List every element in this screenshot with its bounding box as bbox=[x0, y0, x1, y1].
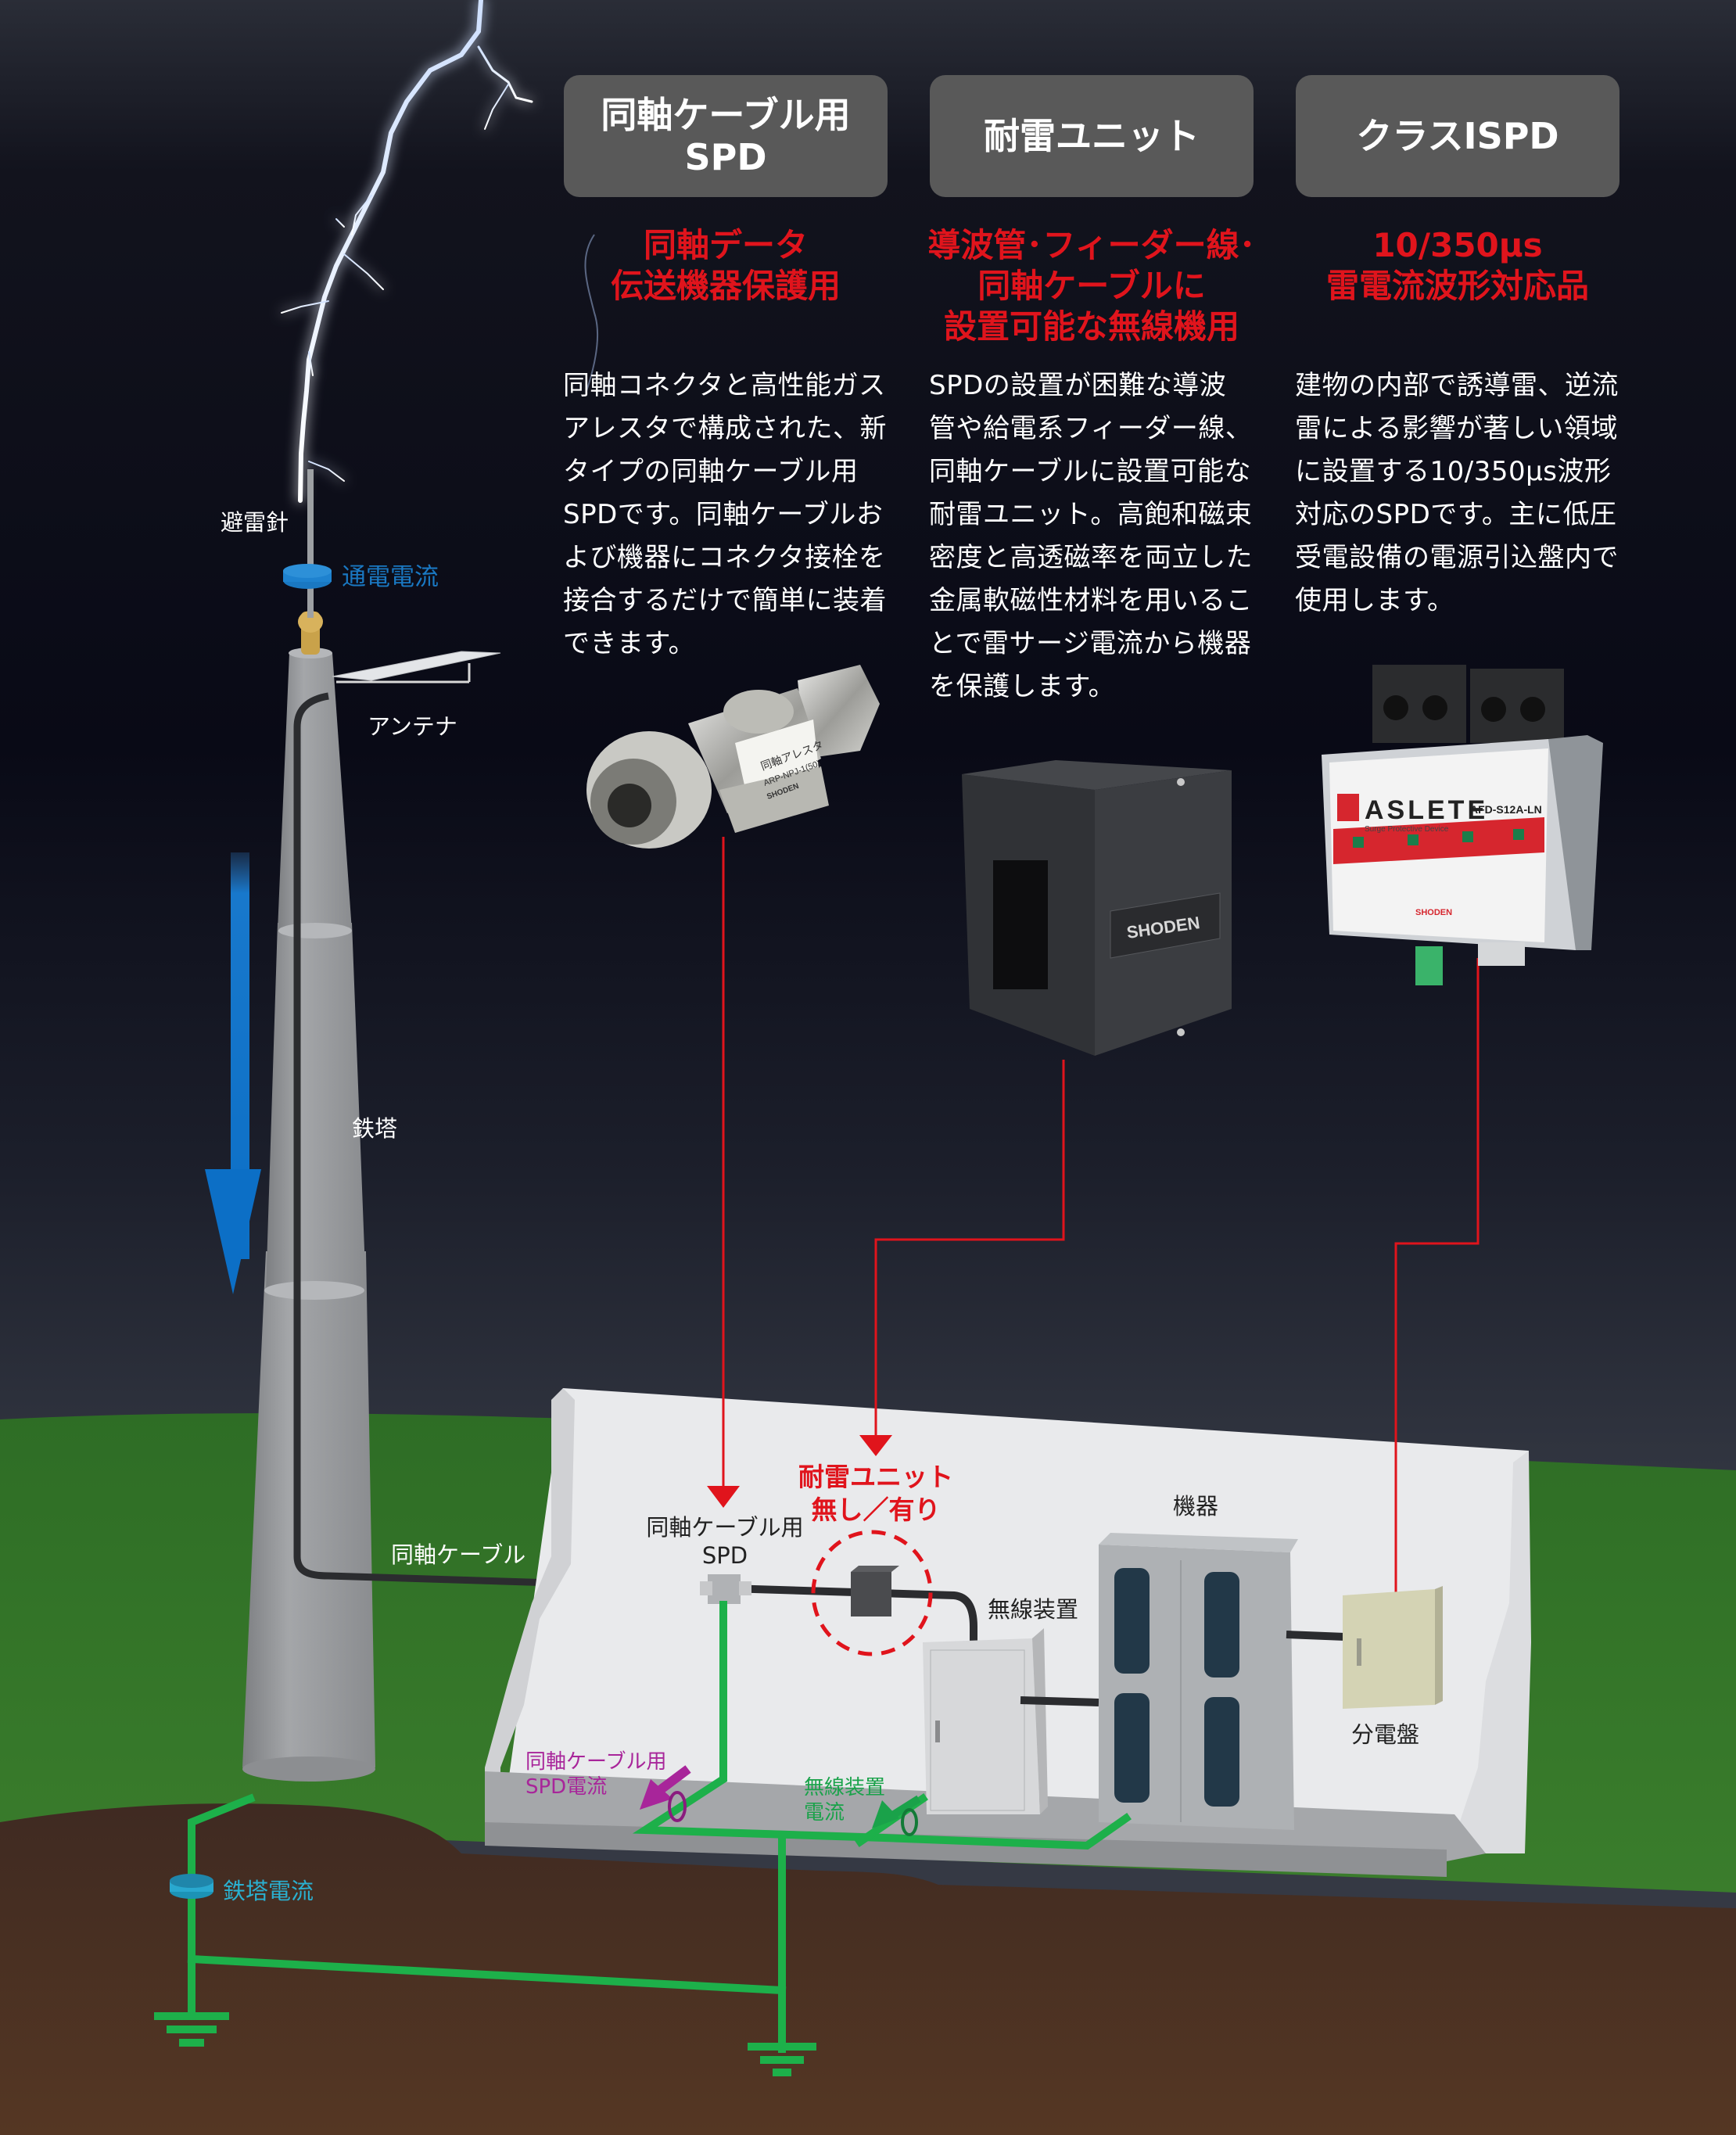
ground-symbols bbox=[154, 2012, 816, 2076]
spd-current-arrow bbox=[640, 1765, 691, 1822]
product-header-coax-spd: 同軸ケーブル用 SPD bbox=[564, 75, 888, 197]
product-header-lightning-unit: 耐雷ユニット bbox=[930, 75, 1254, 197]
current-arrow bbox=[205, 852, 261, 1294]
product-description-lightning-unit: SPDの設置が困難な導波 管や給電系フィーダー線、 同軸ケーブルに設置可能な 耐… bbox=[929, 370, 1253, 702]
lightning-unit-small bbox=[851, 1566, 899, 1616]
optional-unit-dashed-circle bbox=[811, 1530, 933, 1656]
leader-lines bbox=[722, 837, 1480, 1619]
product-description-class1-spd: 建物の内部で誘導雷、逆流 雷による影響が著しい領域 に設置する10/350μs波… bbox=[1295, 370, 1619, 616]
aslete-brand: ASLETE bbox=[1365, 795, 1488, 825]
label-conduction-current: 通電電流 bbox=[342, 563, 439, 591]
antenna bbox=[332, 651, 501, 684]
conduction-current-ring bbox=[283, 564, 332, 589]
label-tower-current: 鉄塔電流 bbox=[223, 1878, 314, 1904]
distribution-board-box bbox=[1343, 1586, 1443, 1709]
label-radio-device: 無線装置 bbox=[988, 1596, 1079, 1623]
equipment-cabinet bbox=[1099, 1533, 1298, 1830]
lightning-bolt bbox=[281, 0, 533, 503]
product-subtitle-lightning-unit: 導波管･フィーダー線･ 同軸ケーブルに 設置可能な無線機用 bbox=[927, 226, 1256, 346]
label-coax-spd: 同軸ケーブル用 SPD bbox=[646, 1514, 804, 1569]
coax-cable-inside bbox=[703, 1584, 977, 1642]
product-image-lightning-unit: SHODEN bbox=[954, 751, 1236, 1064]
product-subtitle-coax-spd: 同軸データ 伝送機器保護用 bbox=[610, 226, 841, 305]
label-coax-cable: 同軸ケーブル bbox=[391, 1541, 526, 1568]
label-lightning-unit-optional: 耐雷ユニット 無し／有り bbox=[798, 1462, 953, 1525]
product-subtitle-class1-spd: 10/350μs 雷電流波形対応品 bbox=[1325, 226, 1589, 305]
soil-layer bbox=[0, 1803, 1736, 2135]
product-image-class1-spd: ASLETE Surge Protective Device AFD-S12A-… bbox=[1306, 653, 1619, 989]
radio-current-arrow bbox=[872, 1795, 921, 1836]
label-lightning-rod: 避雷針 bbox=[221, 509, 289, 536]
aslete-sub: Surge Protective Device bbox=[1365, 825, 1449, 834]
label-distribution-board: 分電盤 bbox=[1351, 1721, 1420, 1748]
label-equipment: 機器 bbox=[1173, 1493, 1219, 1520]
product-header-class1-spd: クラスⅠSPD bbox=[1296, 75, 1619, 197]
product-image-coax-arrester: 同軸アレスタ ARP-NPJ-1(50) SHODEN bbox=[579, 657, 891, 860]
tower-current-ring bbox=[170, 1874, 213, 1899]
label-radio-current: 無線装置 電流 bbox=[804, 1776, 886, 1825]
class1-spd-brand: SHODEN bbox=[1415, 908, 1452, 917]
radio-device-cabinet bbox=[923, 1628, 1048, 1814]
class1-spd-model: AFD-S12A-LN bbox=[1470, 803, 1542, 816]
tower bbox=[242, 469, 705, 1782]
coax-spd-small bbox=[700, 1574, 751, 1604]
label-tower: 鉄塔 bbox=[352, 1115, 398, 1142]
label-spd-current: 同軸ケーブル用 SPD電流 bbox=[525, 1750, 667, 1799]
product-description-coax-spd: 同軸コネクタと高性能ガス アレスタで構成された、新 タイプの同軸ケーブル用 SP… bbox=[563, 370, 887, 659]
label-antenna: アンテナ bbox=[368, 713, 457, 740]
